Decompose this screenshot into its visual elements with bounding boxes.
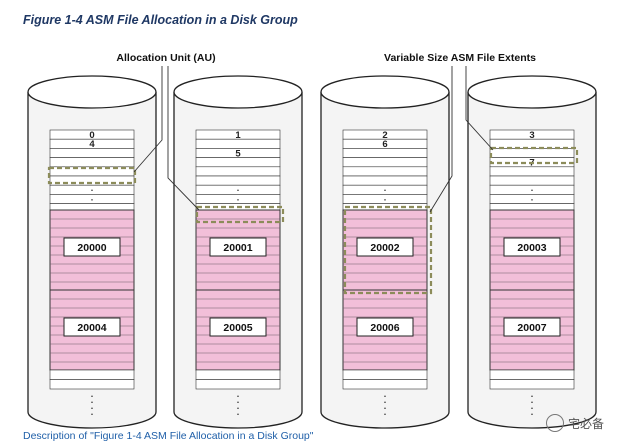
disk-cylinders: 04..2000020004....15..2000120005....26..…: [27, 75, 597, 429]
disk-cylinder: 26.. 20002 20006....: [320, 75, 450, 429]
ellipsis-dot: .: [531, 192, 534, 202]
file-extent: 20004: [49, 289, 135, 371]
au-row: [342, 369, 428, 380]
extent-label-box: [356, 317, 414, 337]
extent-number: 20004: [77, 322, 106, 334]
disk-cylinder: 04.. 20000 20004....: [27, 75, 157, 429]
ellipsis-dot: .: [91, 389, 94, 399]
extent-label-box: [63, 237, 121, 257]
au-row: [195, 166, 281, 177]
watermark-text: 宅必备: [568, 416, 605, 431]
ellipsis-dot: .: [237, 192, 240, 202]
cylinder-top: [27, 75, 157, 109]
ellipsis-dot: .: [384, 183, 387, 193]
watermark: 宅必备: [546, 414, 604, 432]
au-row: [342, 166, 428, 177]
wechat-icon: [546, 414, 564, 432]
au-number: 3: [529, 130, 534, 141]
ellipsis-dot: .: [91, 401, 94, 411]
extent-number: 20005: [223, 322, 252, 334]
cylinder-top: [173, 75, 303, 109]
au-number: 5: [235, 148, 241, 159]
figure-title: Figure 1-4 ASM File Allocation in a Disk…: [23, 13, 298, 27]
ellipsis-dot: .: [531, 407, 534, 417]
leader-line: [133, 66, 163, 173]
file-extent: 20002: [342, 209, 428, 291]
extent-number: 20006: [370, 322, 399, 334]
extent-number: 20001: [223, 242, 252, 254]
au-number: 0: [89, 130, 94, 141]
variable-extents-label: Variable Size ASM File Extents: [384, 52, 536, 64]
au-row: [49, 369, 135, 380]
au-row: [489, 148, 575, 158]
file-extent: 20005: [195, 289, 281, 371]
ellipsis-dot: .: [237, 401, 240, 411]
highlight-box: [489, 146, 579, 165]
highlight-box: [195, 205, 285, 224]
extent-number: 20003: [517, 242, 546, 254]
leader-line: [465, 66, 494, 151]
allocation-unit-label: Allocation Unit (AU): [116, 52, 215, 64]
au-row: [49, 157, 135, 168]
extent-label-box: [209, 237, 267, 257]
ellipsis-dot: .: [531, 389, 534, 399]
extent-number: 20002: [370, 242, 399, 254]
ellipsis-dot: .: [384, 395, 387, 405]
highlight-box: [343, 205, 433, 295]
ellipsis-dot: .: [384, 401, 387, 411]
description-link[interactable]: Description of "Figure 1-4 ASM File Allo…: [23, 430, 314, 442]
file-extent: 20003: [489, 209, 575, 291]
au-number: 6: [382, 139, 387, 150]
file-extent: 20006: [342, 289, 428, 371]
au-row: [195, 369, 281, 380]
au-row: [49, 379, 135, 390]
ellipsis-dot: .: [384, 192, 387, 202]
file-extent: 20007: [489, 289, 575, 371]
au-number: 2: [382, 130, 387, 141]
au-row: [489, 379, 575, 390]
callouts: Allocation Unit (AU) Variable Size ASM Fi…: [47, 52, 579, 295]
extent-number: 20000: [77, 242, 106, 254]
file-extent: 20000: [49, 209, 135, 291]
au-row: [342, 379, 428, 390]
cylinder-top: [320, 75, 450, 109]
ellipsis-dot: .: [237, 183, 240, 193]
extent-label-box: [503, 237, 561, 257]
extent-label-box: [356, 237, 414, 257]
ellipsis-dot: .: [237, 407, 240, 417]
au-row: [342, 157, 428, 168]
highlight-box: [47, 166, 137, 185]
extent-number: 20007: [517, 322, 546, 334]
ellipsis-dot: .: [384, 389, 387, 399]
ellipsis-dot: .: [531, 395, 534, 405]
extent-label-box: [209, 317, 267, 337]
ellipsis-dot: .: [531, 401, 534, 411]
au-number: 4: [89, 139, 95, 150]
au-number: 1: [235, 130, 241, 141]
cylinder-top: [467, 75, 597, 109]
disk-cylinder: 37..2000320007....: [467, 75, 597, 429]
disk-cylinder: 1 5.. 20001 20005....: [173, 75, 303, 429]
au-row: [195, 379, 281, 390]
ellipsis-dot: .: [91, 183, 94, 193]
ellipsis-dot: .: [91, 192, 94, 202]
ellipsis-dot: .: [237, 389, 240, 399]
ellipsis-dot: .: [91, 407, 94, 417]
leader-line: [167, 66, 200, 211]
ellipsis-dot: .: [237, 395, 240, 405]
file-extent: 20001: [195, 209, 281, 291]
leader-line: [429, 66, 453, 213]
ellipsis-dot: .: [531, 183, 534, 193]
extent-label-box: [503, 317, 561, 337]
au-row: [489, 369, 575, 380]
ellipsis-dot: .: [384, 407, 387, 417]
ellipsis-dot: .: [91, 395, 94, 405]
extent-label-box: [63, 317, 121, 337]
